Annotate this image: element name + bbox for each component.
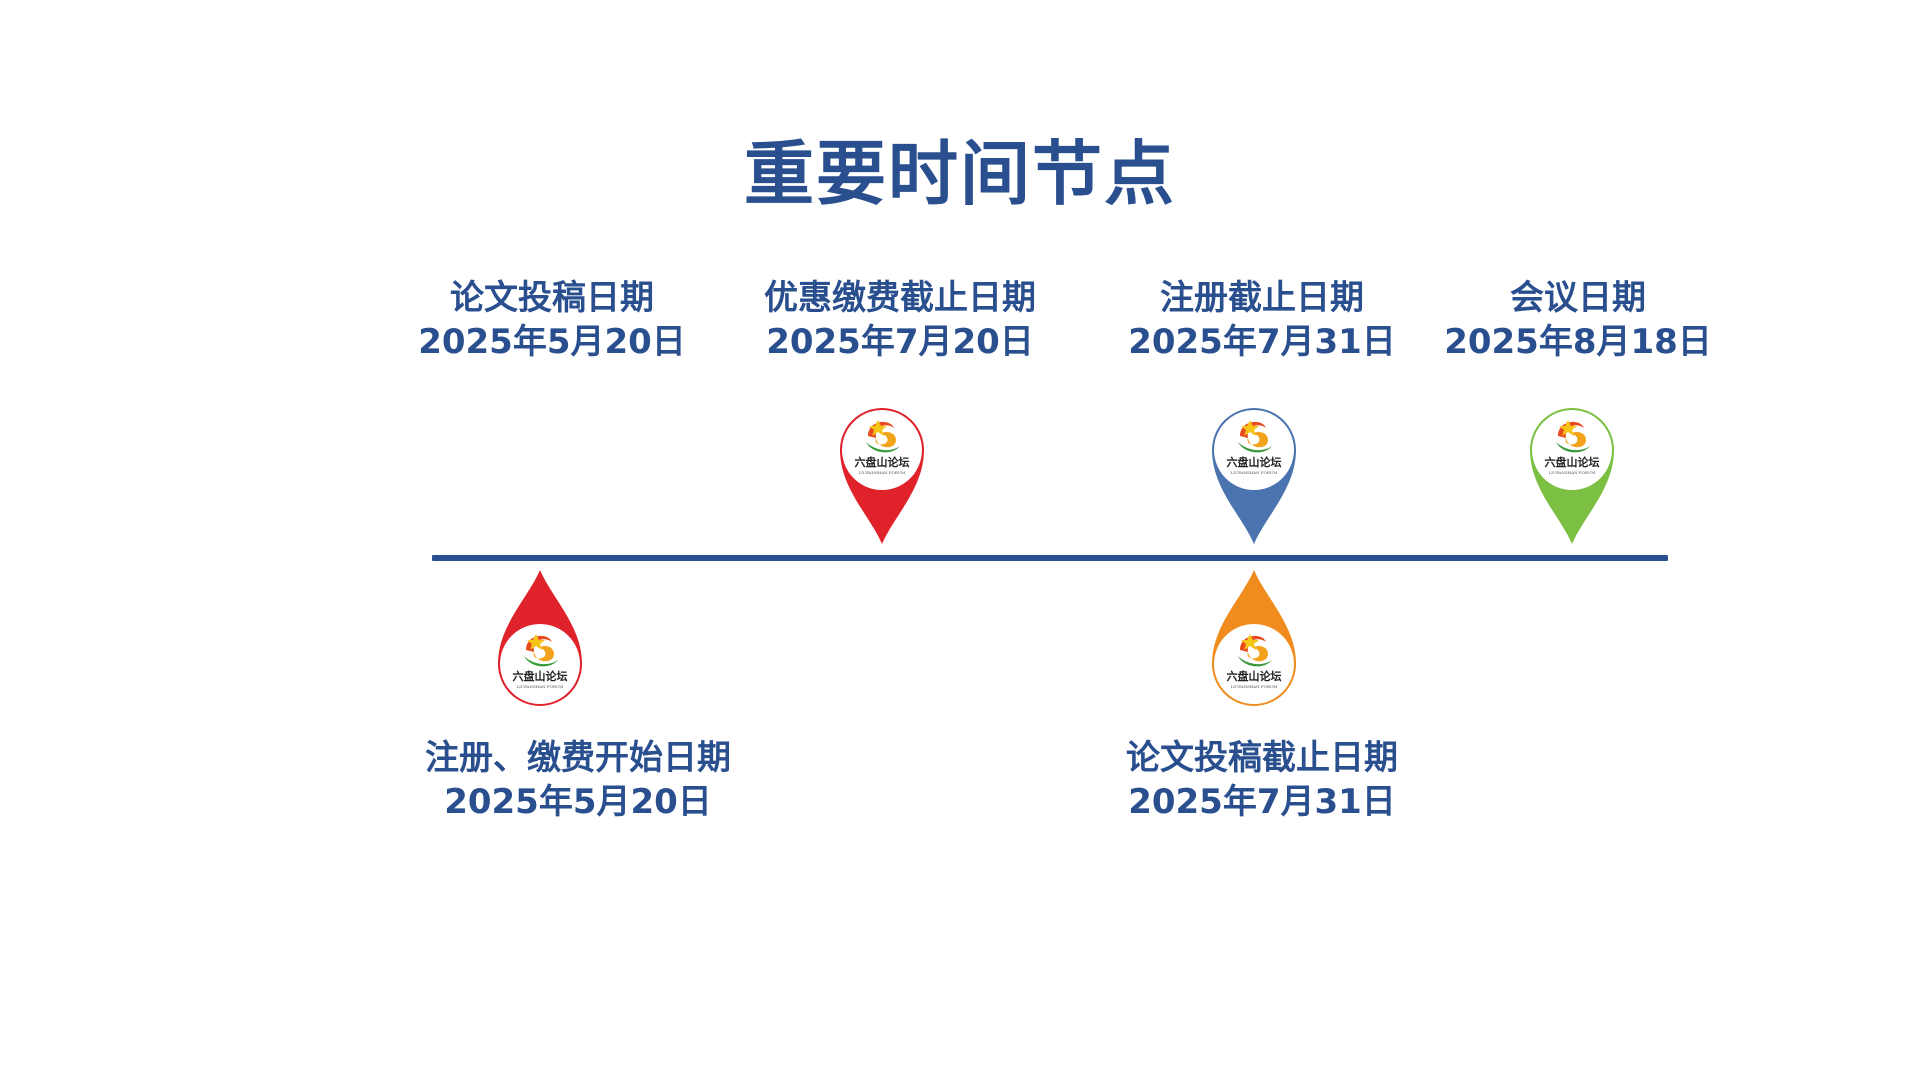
event-early-fee-deadline: 优惠缴费截止日期 2025年7月20日 — [680, 276, 1120, 364]
event-name: 会议日期 — [1510, 278, 1646, 318]
timeline-line — [432, 555, 1668, 561]
event-date: 2025年8月18日 — [1444, 322, 1712, 362]
event-date: 2025年5月20日 — [418, 322, 686, 362]
logo-text: 六盘山论坛 — [1227, 669, 1282, 683]
logo-text: 六盘山论坛 — [513, 669, 568, 683]
logo-subtext: LIUPANSHAN FORUM — [1231, 684, 1278, 689]
logo-text: 六盘山论坛 — [1545, 455, 1600, 469]
forum-logo-icon — [1238, 420, 1272, 453]
event-name: 注册、缴费开始日期 — [425, 738, 731, 778]
forum-logo-icon — [1556, 420, 1590, 453]
logo-text: 六盘山论坛 — [1227, 455, 1282, 469]
event-name: 论文投稿截止日期 — [1126, 738, 1398, 778]
event-date: 2025年7月31日 — [1128, 782, 1396, 822]
event-name: 优惠缴费截止日期 — [764, 278, 1036, 318]
logo-text: 六盘山论坛 — [855, 455, 910, 469]
page-title: 重要时间节点 — [744, 133, 1176, 215]
logo-subtext: LIUPANSHAN FORUM — [859, 470, 906, 475]
event-paper-deadline: 论文投稿截止日期 2025年7月31日 — [1042, 736, 1482, 824]
event-conference-date: 会议日期 2025年8月18日 — [1358, 276, 1798, 364]
logo-subtext: LIUPANSHAN FORUM — [517, 684, 564, 689]
forum-logo-icon — [866, 420, 900, 453]
logo-subtext: LIUPANSHAN FORUM — [1549, 470, 1596, 475]
event-date: 2025年5月20日 — [444, 782, 712, 822]
event-name: 注册截止日期 — [1160, 278, 1364, 318]
event-registration-deadline: 注册截止日期 2025年7月31日 — [1042, 276, 1482, 364]
forum-logo-icon — [524, 634, 558, 667]
event-date: 2025年7月20日 — [766, 322, 1034, 362]
event-registration-start: 注册、缴费开始日期 2025年5月20日 — [358, 736, 798, 824]
event-name: 论文投稿日期 — [450, 278, 654, 318]
event-date: 2025年7月31日 — [1128, 322, 1396, 362]
forum-logo-icon — [1238, 634, 1272, 667]
event-paper-submission: 论文投稿日期 2025年5月20日 — [332, 276, 772, 364]
logo-subtext: LIUPANSHAN FORUM — [1231, 470, 1278, 475]
